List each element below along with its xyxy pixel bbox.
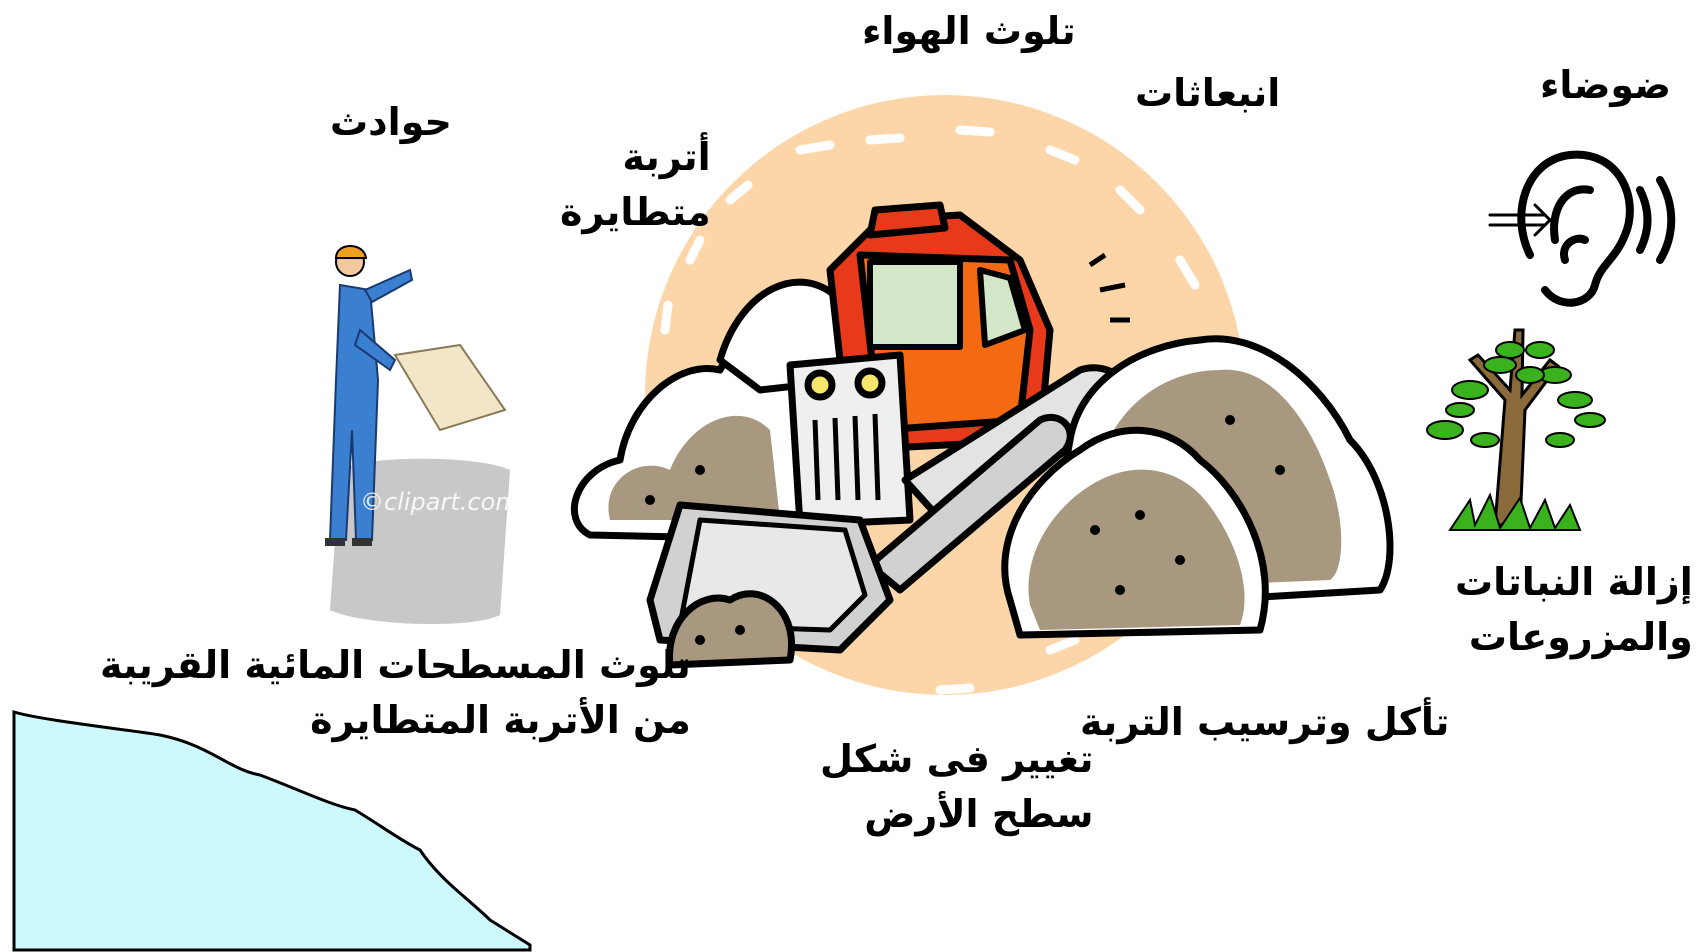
label-flying-dust-line2: متطايرة — [560, 185, 711, 240]
label-soil-erosion: تأكل وترسيب التربة — [1080, 695, 1449, 750]
tree-icon — [1427, 330, 1605, 530]
label-noise: ضوضاء — [1540, 58, 1671, 113]
watermark: ©clipart.com — [360, 488, 519, 516]
ear-icon — [1490, 155, 1671, 303]
label-vegetation-removal-line1: إزالة النباتات — [1455, 555, 1693, 610]
label-land-surface-change-line1: تغيير فى شكل — [820, 732, 1094, 787]
label-water-pollution-line2: من الأتربة المتطايرة — [100, 693, 691, 748]
label-vegetation-removal-line2: والمزروعات — [1455, 610, 1693, 665]
label-emissions: انبعاثات — [1135, 66, 1280, 121]
label-water-pollution-line1: تلوث المسطحات المائية القريبة — [100, 638, 691, 693]
label-water-pollution: تلوث المسطحات المائية القريبة من الأتربة… — [100, 638, 691, 748]
label-flying-dust-line1: أتربة — [560, 130, 711, 185]
label-air-pollution: تلوث الهواء — [862, 4, 1076, 59]
label-land-surface-change: تغيير فى شكل سطح الأرض — [820, 732, 1094, 842]
label-flying-dust: أتربة متطايرة — [560, 130, 711, 240]
construction-worker-icon — [325, 246, 510, 624]
label-accidents: حوادث — [330, 95, 452, 150]
label-land-surface-change-line2: سطح الأرض — [820, 787, 1094, 842]
label-vegetation-removal: إزالة النباتات والمزروعات — [1455, 555, 1693, 665]
